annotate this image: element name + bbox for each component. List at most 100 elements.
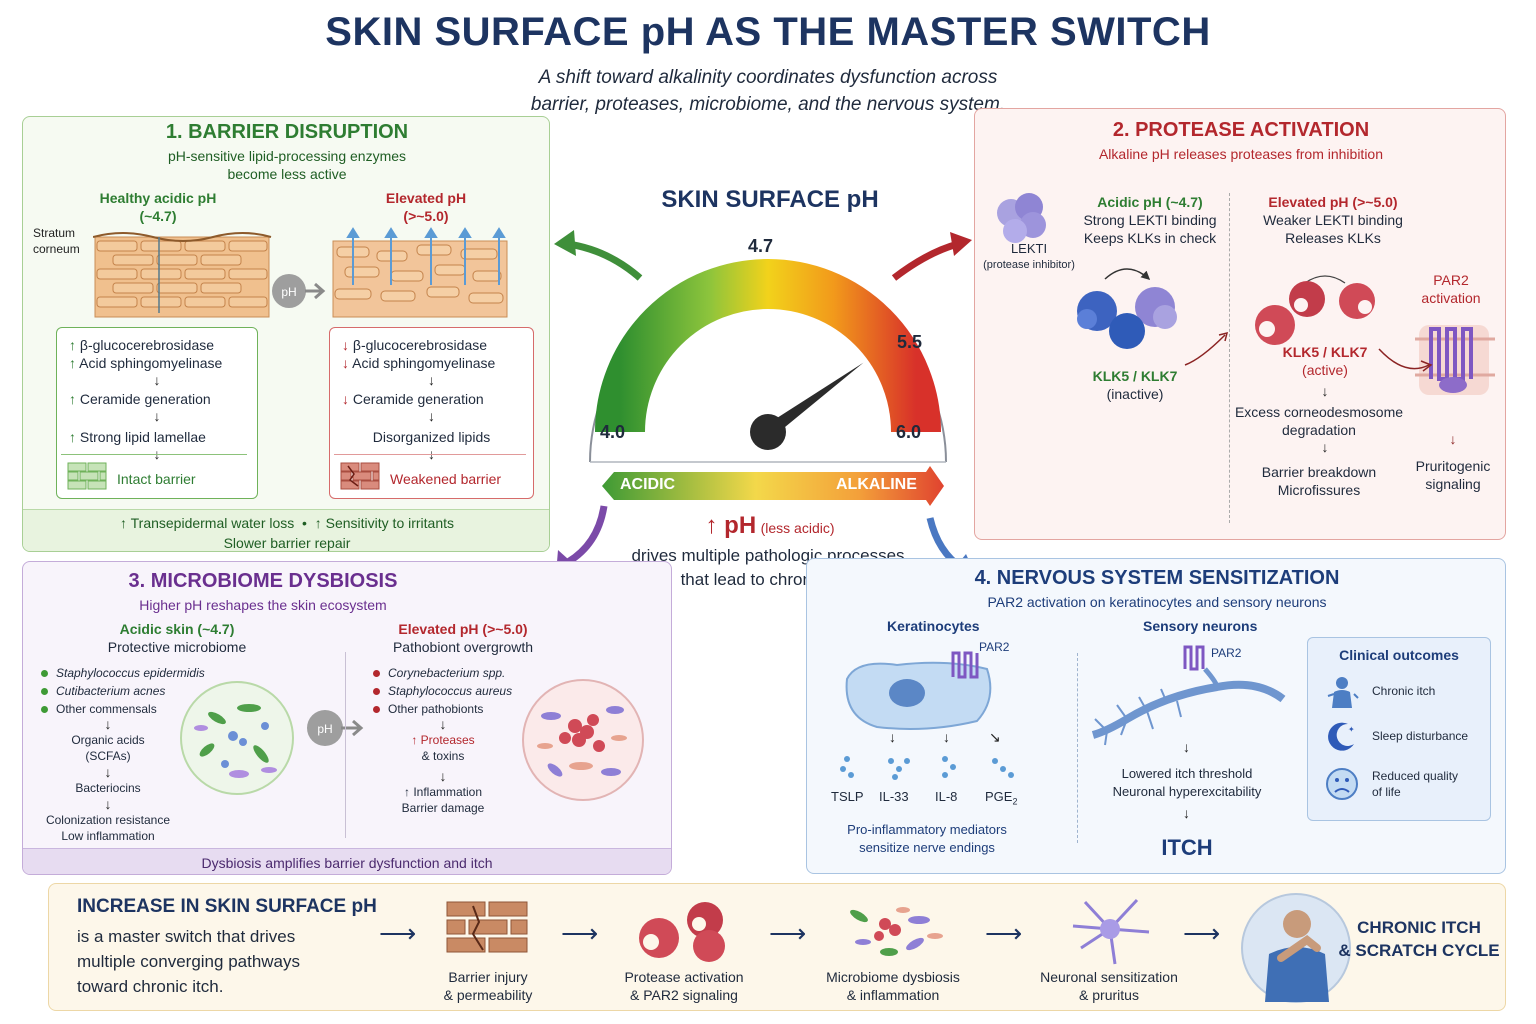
lekti-name: LEKTI xyxy=(1010,241,1048,256)
par2-arrow-icon xyxy=(1378,348,1433,372)
sensory-neurons-label: Sensory neurons xyxy=(1143,618,1258,634)
mediator-il33: IL-33 xyxy=(879,789,909,804)
mediators-description: Pro-inflammatory mediators sensitize ner… xyxy=(847,822,1007,855)
down-arrow-icon: ↓ xyxy=(439,768,447,784)
down-arrow-icon: ↓ xyxy=(439,716,447,732)
protease-title: 2. PROTEASE ACTIVATION xyxy=(1112,119,1370,141)
intact-barrier-label: Intact barrier xyxy=(117,471,196,487)
up-arrow-icon: ↑ xyxy=(69,355,76,371)
barrier-breakdown-text: Barrier breakdown Microfissures xyxy=(1261,464,1377,498)
klk-inactive-name: KLK5 / KLK7 xyxy=(1092,368,1178,384)
neuron-icon xyxy=(1072,898,1150,965)
barrier-title: 1. BARRIER DISRUPTION xyxy=(165,121,409,143)
acidic-line-1: Strong LEKTI binding xyxy=(1083,212,1217,228)
elevated-ph-heading: Elevated pH (>~5.0) xyxy=(1268,194,1398,210)
healthy-item-4: ↑ Strong lipid lamellae xyxy=(69,429,206,445)
ph-increase-big: ↑ pH xyxy=(705,512,757,539)
barrier-footer: ↑ Transepidermal water loss • ↑ Sensitiv… xyxy=(23,509,549,551)
elevated-microbiome-label: Elevated pH (>~5.0) xyxy=(398,621,528,637)
brick-wall-icon xyxy=(67,462,107,490)
chronic-itch-cycle-label: CHRONIC ITCH & SCRATCH CYCLE xyxy=(1338,918,1500,960)
acid-species-list: Staphylococcus epidermidis Cutibacterium… xyxy=(41,664,211,718)
alkaline-label: ALKALINE xyxy=(836,476,917,493)
down-arrow-icon: ↓ xyxy=(342,337,349,353)
down-arrow-icon: ↘ xyxy=(989,729,1001,745)
down-arrow-icon: ↓ xyxy=(428,372,435,388)
nervous-title: 4. NERVOUS SYSTEM SENSITIZATION xyxy=(974,567,1340,589)
elev-species-list: Corynebacterium spp. Staphylococcus aure… xyxy=(373,664,543,718)
scratching-person-icon xyxy=(1241,893,1351,1003)
up-arrow-icon: ↑ xyxy=(69,337,76,353)
par2-activation-label: PAR2 activation xyxy=(1411,271,1491,307)
mediator-tslp: TSLP xyxy=(831,789,864,804)
activation-arrow-icon xyxy=(1184,331,1229,366)
par2-keratinocyte-label: PAR2 xyxy=(979,640,1010,654)
klk-active-name: KLK5 / KLK7 xyxy=(1282,344,1368,360)
species-item: Staphylococcus epidermidis xyxy=(41,664,211,682)
nervous-divider xyxy=(1077,653,1078,843)
page-subtitle: A shift toward alkalinity coordinates dy… xyxy=(368,64,1168,118)
active-klk-icon xyxy=(1255,275,1375,345)
elevated-ph-label: Elevated pH xyxy=(385,190,467,206)
bullet-icon xyxy=(41,688,48,696)
par2-name: PAR2 xyxy=(1433,272,1469,288)
species-item: Corynebacterium spp. xyxy=(373,664,543,682)
step-neuronal: Neuronal sensitization & pruritus xyxy=(1040,969,1178,1003)
gauge-needle-pointer xyxy=(763,362,864,438)
down-arrow-icon: ↓ xyxy=(889,729,896,745)
bullet-icon xyxy=(373,670,380,678)
protease-divider xyxy=(1229,193,1230,523)
healthy-ph-heading: Healthy acidic pH (~4.7) xyxy=(73,189,243,225)
barrier-footer-line-1: ↑ Transepidermal water loss • ↑ Sensitiv… xyxy=(119,515,455,531)
elevated-line-1: Weaker LEKTI binding xyxy=(1263,212,1403,228)
down-arrow-icon: ↓ xyxy=(943,729,950,745)
mediator-il8: IL-8 xyxy=(935,789,958,804)
down-arrow-icon: ↓ xyxy=(104,796,112,812)
active-klk-label: KLK5 / KLK7 (active) xyxy=(1265,343,1385,379)
microbiome-dysbiosis-panel: 3. MICROBIOME DYSBIOSIS Higher pH reshap… xyxy=(22,561,672,875)
down-arrow-icon: ↓ xyxy=(1449,431,1457,447)
protease-subtitle: Alkaline pH releases proteases from inhi… xyxy=(1098,146,1384,162)
protease-icon xyxy=(639,902,725,962)
gauge-tick-6-0: 6.0 xyxy=(896,422,922,442)
microbiome-title: 3. MICROBIOME DYSBIOSIS xyxy=(128,570,398,592)
clinical-outcomes-box: Clinical outcomes Chronic itch ✦ Sleep d… xyxy=(1307,637,1491,821)
elevated-lekti-text: Elevated pH (>~5.0) Weaker LEKTI binding… xyxy=(1243,193,1423,247)
microbiome-footer-text: Dysbiosis amplifies barrier dysfunction … xyxy=(201,855,493,871)
par2-activation-text: activation xyxy=(1421,290,1481,306)
microbiome-footer: Dysbiosis amplifies barrier dysfunction … xyxy=(23,848,671,874)
microbiome-divider xyxy=(345,652,346,838)
down-arrow-icon: ↓ xyxy=(1321,439,1329,455)
subtitle-line-2: barrier, proteases, microbiome, and the … xyxy=(530,94,1006,115)
gauge-needle xyxy=(763,362,864,438)
inactive-klk-label: KLK5 / KLK7 (inactive) xyxy=(1075,367,1195,403)
lekti-protein-icon xyxy=(997,193,1046,243)
elevated-item-3: ↓ Ceramide generation xyxy=(342,391,484,407)
ph-increase-small: (less acidic) xyxy=(760,520,835,536)
elevated-microbiome-heading: Elevated pH (>~5.0) Pathobiont overgrowt… xyxy=(363,620,563,656)
divider xyxy=(334,454,526,455)
acidic-label: ACIDIC xyxy=(620,476,676,493)
gauge-tick-5-5: 5.5 xyxy=(897,332,923,352)
arrow-to-protease xyxy=(891,232,972,281)
flow-arrow-icon: ⟶ xyxy=(379,918,417,948)
threshold-text: Lowered itch threshold Neuronal hyperexc… xyxy=(1112,766,1262,799)
divider xyxy=(61,454,247,455)
barrier-ph-shift-arrow xyxy=(272,274,326,308)
elev-flow: ↓ ↑ Proteases & toxins ↓ ↑ Inflammation … xyxy=(363,716,523,816)
clinical-outcomes-heading: Clinical outcomes xyxy=(1339,647,1459,663)
protective-microbiome-label: Protective microbiome xyxy=(107,639,247,655)
ph-increase-label: ↑ pH (less acidic) xyxy=(610,512,930,540)
microbiome-subtitle: Higher pH reshapes the skin ecosystem xyxy=(139,597,387,613)
nervous-system-panel: 4. NERVOUS SYSTEM SENSITIZATION PAR2 act… xyxy=(806,558,1506,874)
gauge-heading: SKIN SURFACE pH xyxy=(661,186,879,213)
up-arrow-icon: ↑ xyxy=(69,391,76,407)
klk-active-state: (active) xyxy=(1302,362,1348,378)
svg-text:✦: ✦ xyxy=(1348,725,1355,734)
microbiome-ph-chip: pH xyxy=(317,722,333,736)
summary-text: is a master switch that drives multiple … xyxy=(77,927,301,996)
sad-face-icon xyxy=(1326,768,1358,800)
elevated-ph-value: (>~5.0) xyxy=(403,208,449,224)
summary-panel: INCREASE IN SKIN SURFACE pH is a master … xyxy=(48,883,1506,1011)
healthy-item-1: ↑ β-glucocerebrosidase xyxy=(69,337,215,353)
